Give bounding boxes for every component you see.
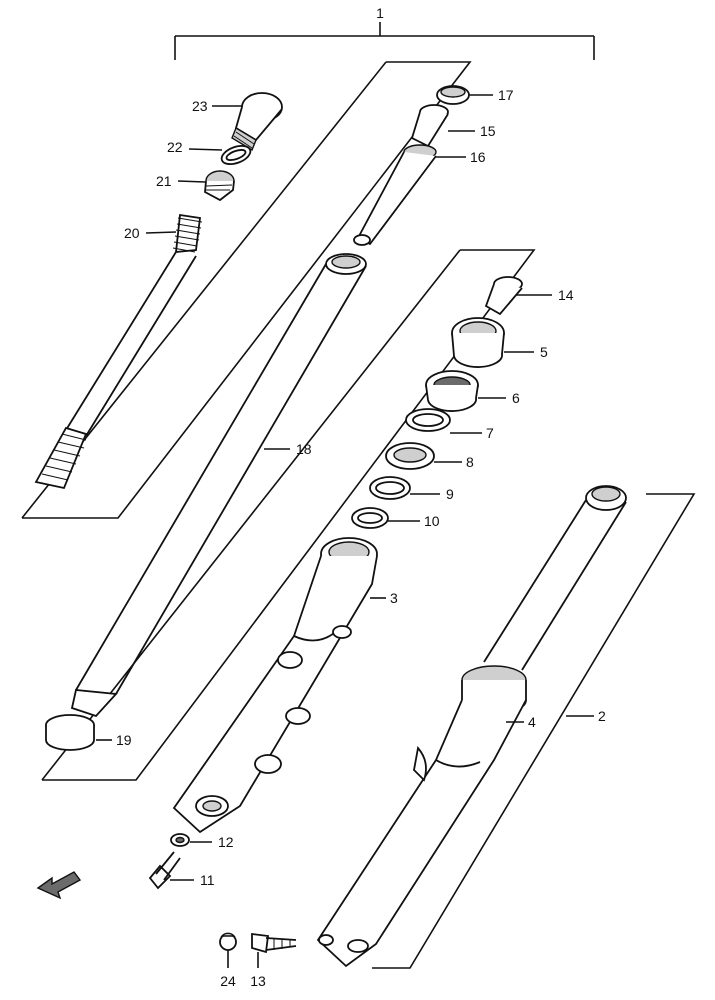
leader-lines <box>96 94 594 968</box>
label-part-7: 7 <box>486 425 494 441</box>
guide-metal <box>369 476 411 500</box>
stopper-ring <box>425 370 479 412</box>
label-part-12: 12 <box>218 834 234 850</box>
label-part-22: 22 <box>167 139 183 155</box>
label-part-2: 2 <box>598 708 606 724</box>
front-arrow-icon <box>36 871 82 900</box>
cap-ring <box>436 85 470 105</box>
washer <box>385 442 435 470</box>
slide-bushing <box>45 714 95 751</box>
right-fork-leg <box>316 485 627 968</box>
label-part-13: 13 <box>250 973 266 989</box>
label-part-9: 9 <box>446 486 454 502</box>
label-part-18: 18 <box>296 441 312 457</box>
label-part-3: 3 <box>390 590 398 606</box>
outer-tube <box>172 537 378 834</box>
middle-group-frame <box>41 249 536 781</box>
bushing <box>351 507 389 529</box>
label-part-17: 17 <box>498 87 514 103</box>
label-part-4: 4 <box>528 714 536 730</box>
fork-spring <box>34 213 203 490</box>
part-labels: 1 23 22 21 20 17 15 16 14 5 6 7 8 9 10 3… <box>116 5 606 989</box>
label-part-8: 8 <box>466 454 474 470</box>
cap-bolt <box>231 92 283 152</box>
damper-rod-bolt <box>148 851 181 890</box>
label-part-11: 11 <box>200 872 215 888</box>
o-ring <box>220 144 252 166</box>
axle-clamp-bolt <box>251 932 297 954</box>
label-part-5: 5 <box>540 344 548 360</box>
label-part-20: 20 <box>124 225 140 241</box>
label-part-15: 15 <box>480 123 496 139</box>
assembly-bracket <box>174 22 595 60</box>
label-part-10: 10 <box>424 513 440 529</box>
damper-rod-top <box>353 104 449 246</box>
label-part-6: 6 <box>512 390 520 406</box>
inner-tube <box>70 253 367 718</box>
label-part-1: 1 <box>376 5 384 21</box>
dust-seal <box>451 317 505 368</box>
cap-nut <box>219 932 237 951</box>
gasket <box>170 833 190 847</box>
right-group-frame <box>372 493 696 969</box>
oil-lock-piece <box>484 276 523 316</box>
oil-seal <box>405 408 451 432</box>
label-part-23: 23 <box>192 98 208 114</box>
label-part-16: 16 <box>470 149 486 165</box>
label-part-19: 19 <box>116 732 132 748</box>
label-part-14: 14 <box>558 287 574 303</box>
label-part-24: 24 <box>220 973 236 989</box>
spring-seat <box>204 170 235 202</box>
label-part-21: 21 <box>156 173 172 189</box>
